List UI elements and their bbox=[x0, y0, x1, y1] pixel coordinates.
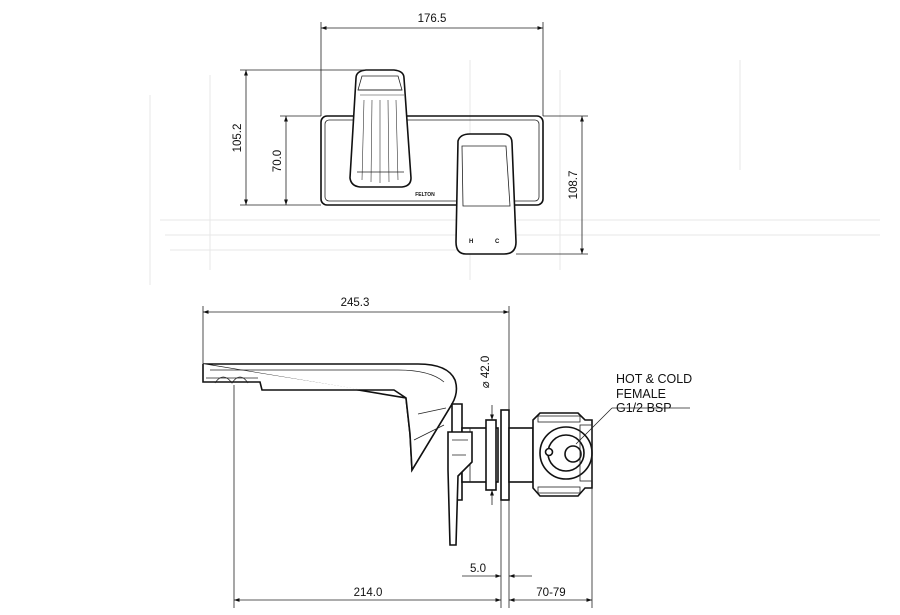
dim-width-label: 176.5 bbox=[418, 13, 447, 25]
dim-diameter: ⌀ 42.0 bbox=[480, 356, 494, 505]
front-view: FELTON H C 176.5 105.2 70.0 bbox=[232, 13, 588, 255]
dim-plate-height-label: 70.0 bbox=[272, 150, 284, 172]
dim-projection: 214.0 bbox=[233, 385, 502, 608]
dim-width: 176.5 bbox=[320, 13, 544, 116]
dim-diameter-label: ⌀ 42.0 bbox=[480, 356, 492, 389]
hot-mark: H bbox=[469, 239, 473, 245]
side-back-plate bbox=[500, 409, 510, 501]
front-spout bbox=[349, 69, 412, 188]
dim-wall-depth: 70-79 bbox=[509, 488, 593, 608]
dim-plate-thickness: 5.0 bbox=[462, 500, 532, 608]
front-back-plate bbox=[320, 115, 544, 206]
dim-wall-depth-label: 70-79 bbox=[536, 587, 565, 599]
side-spout bbox=[202, 363, 458, 473]
dim-plate-height: 70.0 bbox=[272, 115, 321, 205]
dim-handle-height: 108.7 bbox=[516, 115, 588, 255]
connection-note-line-1: HOT & COLD bbox=[616, 372, 692, 386]
front-lever-handle: H C bbox=[455, 133, 517, 255]
connection-note-line-2: FEMALE bbox=[616, 387, 666, 401]
side-view: 245.3 ⌀ 42.0 214.0 5.0 70-79 bbox=[202, 297, 692, 608]
dim-overall-length-label: 245.3 bbox=[341, 297, 370, 309]
dim-overall-height: 105.2 bbox=[232, 69, 380, 206]
cold-mark: C bbox=[495, 239, 500, 245]
side-valve-body bbox=[508, 412, 593, 497]
connection-note: HOT & COLD FEMALE G1/2 BSP bbox=[575, 372, 692, 445]
dim-overall-height-label: 105.2 bbox=[232, 124, 244, 153]
dim-overall-length: 245.3 bbox=[202, 297, 510, 410]
side-lever-handle bbox=[447, 431, 473, 546]
dim-plate-thickness-label: 5.0 bbox=[470, 563, 486, 575]
background-watermark bbox=[149, 60, 880, 285]
connection-note-line-3: G1/2 BSP bbox=[616, 401, 672, 415]
brand-mark: FELTON bbox=[415, 192, 435, 198]
dim-projection-label: 214.0 bbox=[354, 587, 383, 599]
dim-handle-height-label: 108.7 bbox=[568, 171, 580, 200]
